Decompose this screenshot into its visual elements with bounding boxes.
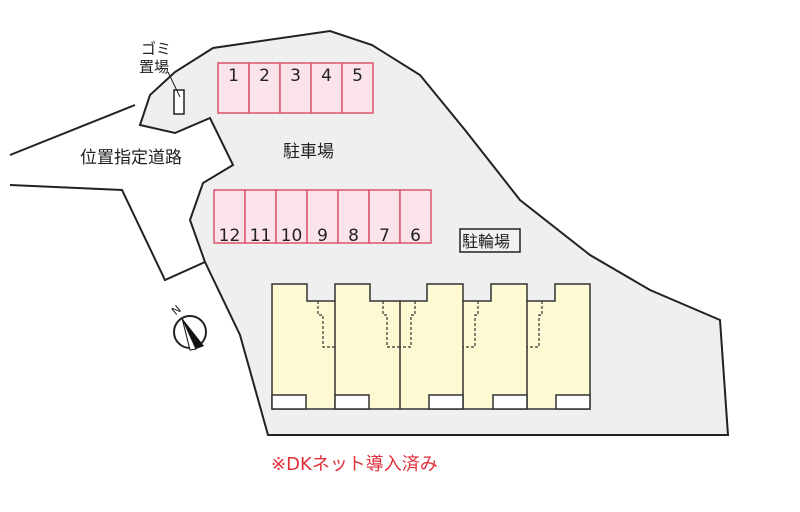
parking-space-number: 2 <box>259 66 270 86</box>
bicycle-label: 駐輪場 <box>462 232 510 251</box>
parking-space <box>213 189 246 244</box>
bicycle-parking <box>459 228 521 253</box>
parking-space-number: 1 <box>228 66 239 86</box>
parking-space-number: 3 <box>290 66 301 86</box>
parking-space <box>399 189 432 244</box>
parking-space <box>275 189 308 244</box>
parking-space <box>248 62 281 114</box>
apartment-building <box>271 283 591 410</box>
compass-north-label: N <box>169 303 184 318</box>
compass-icon: N <box>169 303 207 351</box>
garbage-leader <box>167 71 181 98</box>
garbage-label-1: ゴミ <box>141 40 171 58</box>
road-edge-bottom <box>9 184 206 282</box>
parking-space-number: 8 <box>348 226 359 246</box>
parking-space-number: 11 <box>250 226 272 246</box>
parking-space <box>244 189 277 244</box>
parking-space <box>306 189 339 244</box>
garbage-area <box>173 89 185 115</box>
garbage-label-2: 置場 <box>139 58 169 76</box>
parking-space-number: 4 <box>321 66 332 86</box>
parking-space-number: 6 <box>410 226 421 246</box>
road-label: 位置指定道路 <box>80 148 182 168</box>
parking-space-number: 10 <box>281 226 303 246</box>
parking-label: 駐車場 <box>283 142 334 162</box>
parking-space-number: 5 <box>352 66 363 86</box>
parking-space <box>368 189 401 244</box>
parking-space-number: 9 <box>317 226 328 246</box>
parking-space-number: 7 <box>379 226 390 246</box>
dk-net-note: ※DKネット導入済み <box>271 454 438 475</box>
road <box>10 105 233 280</box>
parking-space <box>279 62 312 114</box>
parking-space <box>341 62 374 114</box>
parking-space <box>337 189 370 244</box>
road-edge-top <box>9 104 136 156</box>
parking-space-number: 12 <box>219 226 241 246</box>
